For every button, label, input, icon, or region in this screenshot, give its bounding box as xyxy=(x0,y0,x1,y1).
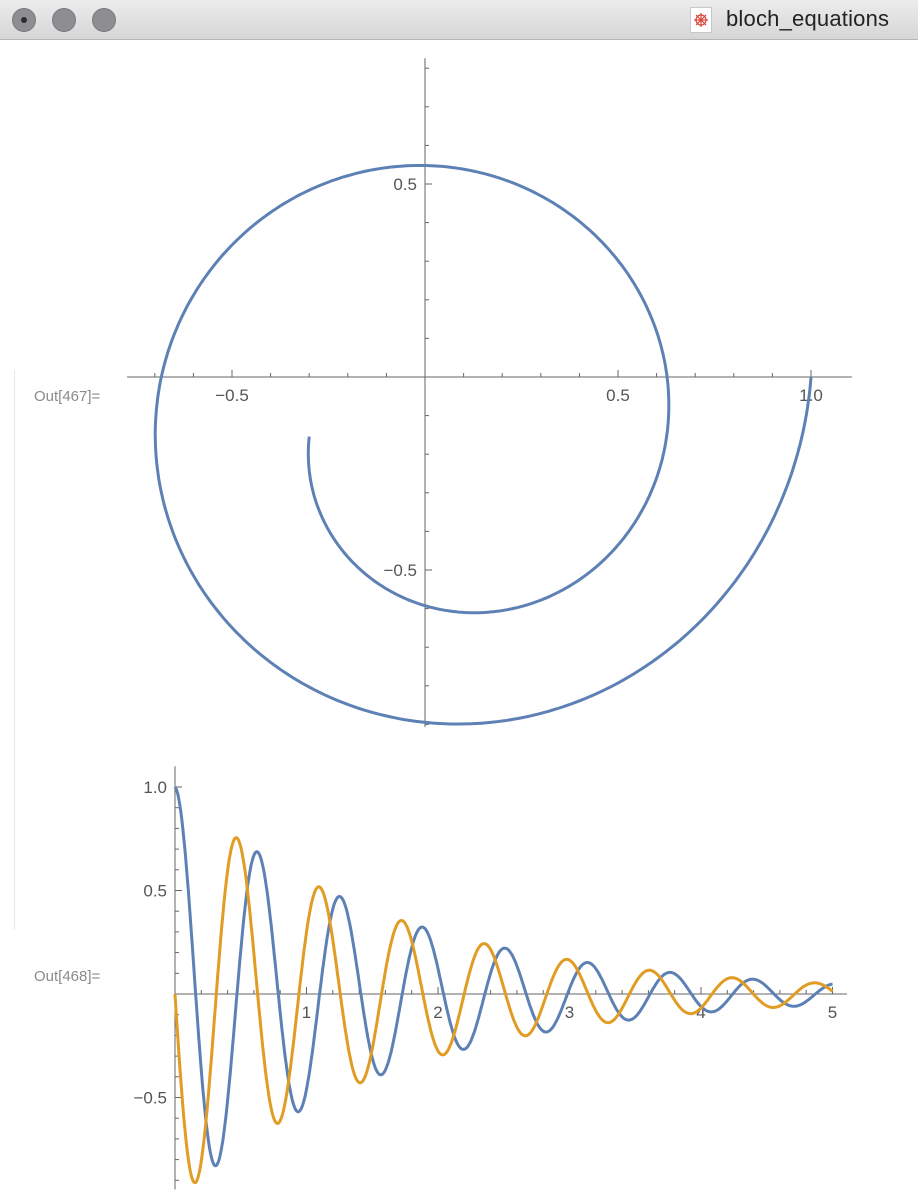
mathematica-notebook-icon xyxy=(690,7,712,33)
x-tick-label: 2 xyxy=(433,1003,442,1022)
y-tick-label: 0.5 xyxy=(393,175,417,194)
zoom-button[interactable] xyxy=(92,8,116,32)
x-tick-label: 4 xyxy=(696,1003,705,1022)
window-title: bloch_equations xyxy=(726,6,890,31)
cell-bracket[interactable] xyxy=(0,370,15,930)
plot-curve-series-1 xyxy=(173,786,833,1168)
x-tick-label: −0.5 xyxy=(215,386,249,405)
plot-curve-series-2 xyxy=(173,836,834,1185)
minimize-button[interactable] xyxy=(52,8,76,32)
y-tick-label: −0.5 xyxy=(133,1089,167,1108)
x-tick-label: 5 xyxy=(828,1003,837,1022)
close-button[interactable] xyxy=(12,8,36,32)
x-tick-label: 1.0 xyxy=(799,386,823,405)
x-tick-label: 0.5 xyxy=(606,386,630,405)
output-label-467: Out[467]= xyxy=(34,388,101,405)
x-tick-label: 3 xyxy=(565,1003,574,1022)
window-titlebar: bloch_equations xyxy=(0,0,918,40)
x-tick-label: 1 xyxy=(302,1003,311,1022)
y-tick-label: −0.5 xyxy=(383,561,417,580)
parametric-plot: −0.5 0.5 1.0 0.5 −0.5 xyxy=(127,58,852,728)
y-tick-label: 1.0 xyxy=(143,778,167,797)
mathematica-star-icon xyxy=(694,13,708,27)
output-label-468: Out[468]= xyxy=(34,968,101,985)
y-tick-label: 0.5 xyxy=(143,882,167,901)
plot-curve-series-1 xyxy=(153,164,813,726)
